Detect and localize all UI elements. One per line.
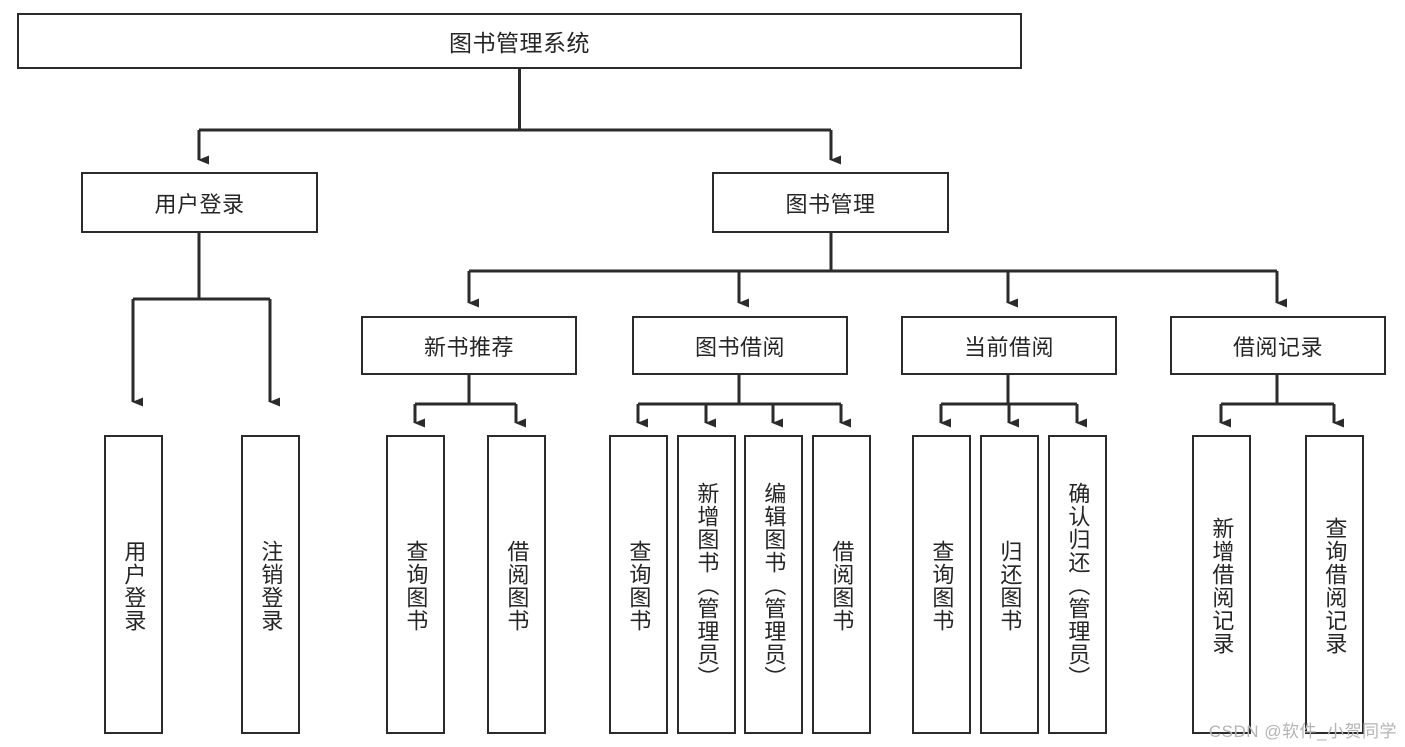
node-book-borrow[interactable]: 图书借阅 <box>632 316 848 375</box>
leaf-new-book-borrow-book[interactable]: 借阅图书 <box>487 435 546 734</box>
leaf-user-login-user-login[interactable]: 用户登录 <box>104 435 163 734</box>
leaf-label: 注销登录 <box>258 539 284 632</box>
node-new-book-recommend[interactable]: 新书推荐 <box>361 316 577 375</box>
leaf-label: 确认归还（管理员） <box>1065 482 1091 689</box>
leaf-current-borrow-confirm-return-admin[interactable]: 确认归还（管理员） <box>1048 435 1107 734</box>
leaf-label: 编辑图书（管理员） <box>761 482 787 689</box>
leaf-label: 用户登录 <box>121 539 147 632</box>
leaf-label: 查询图书 <box>929 539 955 632</box>
leaf-user-login-logout[interactable]: 注销登录 <box>241 435 300 734</box>
leaf-book-borrow-edit-book-admin[interactable]: 编辑图书（管理员） <box>744 435 803 734</box>
node-book-management[interactable]: 图书管理 <box>712 172 949 233</box>
node-current-borrow-label: 当前借阅 <box>963 334 1054 360</box>
leaf-label: 查询图书 <box>403 539 429 632</box>
node-user-login[interactable]: 用户登录 <box>81 172 318 233</box>
leaf-borrow-records-query-record[interactable]: 查询借阅记录 <box>1305 435 1364 734</box>
node-new-book-recommend-label: 新书推荐 <box>423 334 514 360</box>
csdn-watermark: CSDN @软件_小贺同学 <box>1208 722 1397 741</box>
leaf-label: 新增图书（管理员） <box>694 482 720 689</box>
node-current-borrow[interactable]: 当前借阅 <box>901 316 1117 375</box>
leaf-label: 新增借阅记录 <box>1209 516 1235 655</box>
leaf-current-borrow-return-book[interactable]: 归还图书 <box>980 435 1039 734</box>
leaf-book-borrow-borrow-book[interactable]: 借阅图书 <box>812 435 871 734</box>
node-borrow-records-label: 借阅记录 <box>1232 334 1323 360</box>
leaf-label: 查询借阅记录 <box>1322 516 1348 655</box>
leaf-new-book-query-book[interactable]: 查询图书 <box>386 435 445 734</box>
leaf-book-borrow-add-book-admin[interactable]: 新增图书（管理员） <box>677 435 736 734</box>
leaf-label: 借阅图书 <box>504 539 530 632</box>
node-book-management-label: 图书管理 <box>785 191 876 217</box>
leaf-current-borrow-query-book[interactable]: 查询图书 <box>912 435 971 734</box>
node-root[interactable]: 图书管理系统 <box>17 13 1022 69</box>
leaf-book-borrow-query-book[interactable]: 查询图书 <box>609 435 668 734</box>
node-user-login-label: 用户登录 <box>154 191 245 217</box>
leaf-label: 借阅图书 <box>829 539 855 632</box>
node-root-label: 图书管理系统 <box>449 30 590 56</box>
node-borrow-records[interactable]: 借阅记录 <box>1170 316 1386 375</box>
leaf-label: 归还图书 <box>997 539 1023 632</box>
leaf-borrow-records-add-record[interactable]: 新增借阅记录 <box>1192 435 1251 734</box>
node-book-borrow-label: 图书借阅 <box>694 334 785 360</box>
leaf-label: 查询图书 <box>626 539 652 632</box>
